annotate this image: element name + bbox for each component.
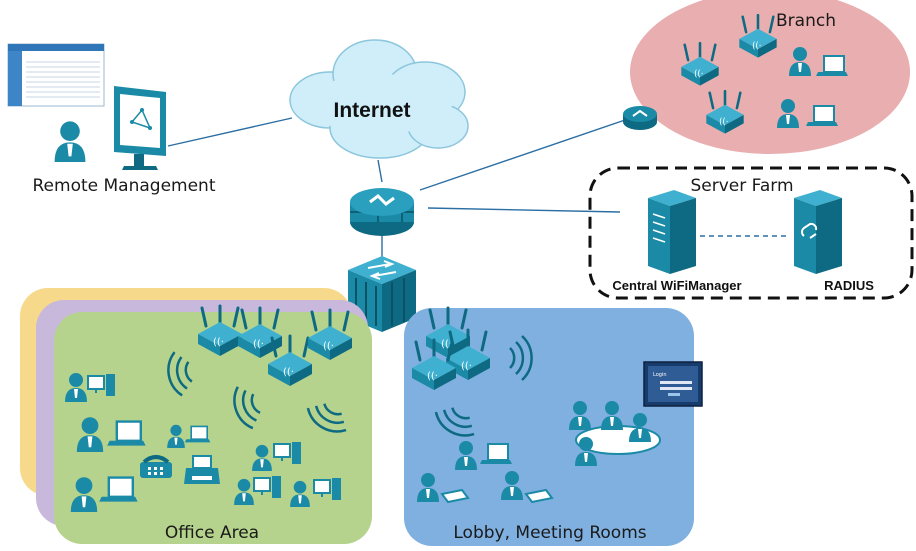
printer-icon bbox=[184, 455, 220, 484]
server-farm-label: Server Farm bbox=[690, 176, 793, 196]
central-wifimanager-label: Central WiFiManager bbox=[612, 278, 741, 293]
lobby-label: Lobby, Meeting Rooms bbox=[453, 523, 646, 543]
login-screen-icon: Login bbox=[643, 361, 703, 407]
user-icon bbox=[54, 121, 86, 162]
management-screenshot bbox=[7, 43, 105, 107]
monitor-icon bbox=[114, 86, 166, 170]
branch-label: Branch bbox=[776, 11, 836, 31]
connection-lines bbox=[167, 117, 626, 258]
server-farm: Server Farm Central WiFiManager RADIUS bbox=[588, 166, 914, 300]
router-icon bbox=[623, 106, 657, 130]
lobby-area: Login Lobby, Meeting Rooms bbox=[404, 306, 703, 546]
server-icon bbox=[794, 190, 842, 274]
internet-label: Internet bbox=[333, 99, 410, 122]
link-icon bbox=[801, 222, 818, 239]
remote-management-label: Remote Management bbox=[33, 176, 216, 196]
branch-area: Branch bbox=[630, 0, 910, 154]
login-title: Login bbox=[653, 372, 667, 378]
internet-cloud: Internet bbox=[289, 39, 469, 159]
tablet-icon bbox=[524, 488, 554, 504]
tablet-icon bbox=[440, 488, 470, 504]
firewall-icon bbox=[350, 188, 414, 236]
remote-management: Remote Management bbox=[7, 43, 216, 196]
radius-label: RADIUS bbox=[824, 278, 874, 293]
office-area: Office Area bbox=[20, 288, 372, 544]
server-icon bbox=[648, 190, 696, 274]
phone-icon bbox=[140, 455, 172, 478]
office-area-label: Office Area bbox=[165, 523, 259, 543]
meeting-table bbox=[569, 401, 661, 466]
